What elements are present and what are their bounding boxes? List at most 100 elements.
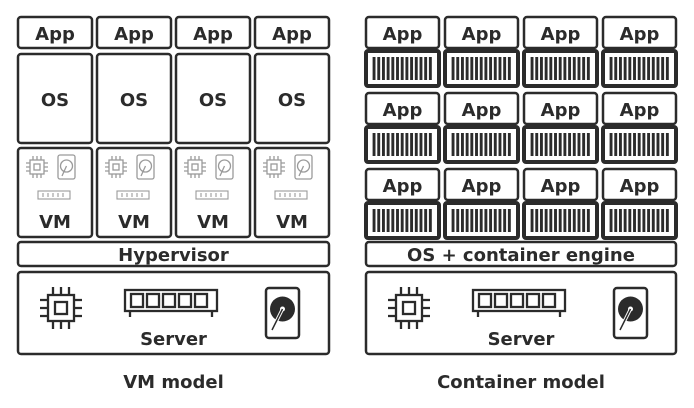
vm-os-box: OS [16, 52, 94, 145]
container-app-box: App [601, 167, 678, 202]
vm-os-box: OS [174, 52, 252, 145]
vm-app-label: App [114, 24, 154, 45]
vm-box: VM [253, 146, 331, 239]
cpu-icon [263, 156, 285, 178]
container-app-box: App [443, 15, 520, 50]
container-bars-icon [364, 201, 441, 240]
container-bars-icon [443, 125, 520, 164]
container-engine-bar: OS + container engine [364, 240, 678, 268]
memory-icon [123, 288, 219, 317]
container-app-label: App [383, 176, 423, 197]
memory-icon [116, 190, 150, 200]
container-row: App App App App [364, 15, 678, 88]
container-app-box: App [522, 167, 599, 202]
cpu-icon [40, 287, 82, 329]
container-app-label: App [541, 24, 581, 45]
cpu-icon [184, 156, 206, 178]
container-app-box: App [601, 91, 678, 126]
container-app-box: App [364, 15, 441, 50]
hypervisor-label: Hypervisor [118, 245, 229, 266]
cpu-icon [388, 287, 430, 329]
hypervisor-bar: Hypervisor [16, 240, 331, 268]
container-app-label: App [462, 24, 502, 45]
vm-label: VM [197, 212, 229, 233]
hard-disk-icon [294, 154, 313, 180]
vm-label: VM [276, 212, 308, 233]
vm-os-label: OS [41, 90, 69, 111]
memory-icon [471, 288, 567, 317]
container-bars-icon [443, 49, 520, 88]
vm-label: VM [118, 212, 150, 233]
container-app-box: App [443, 91, 520, 126]
container-server-label: Server [488, 329, 555, 350]
container-app-label: App [462, 100, 502, 121]
container-row: App App App App [364, 167, 678, 240]
container-bars-icon [443, 201, 520, 240]
vm-os-label: OS [199, 90, 227, 111]
container-app-label: App [620, 100, 660, 121]
container-app-box: App [522, 15, 599, 50]
container-app-label: App [462, 176, 502, 197]
vm-app-label: App [35, 24, 75, 45]
hard-disk-icon [612, 286, 649, 340]
container-bars-icon [364, 125, 441, 164]
container-app-label: App [541, 100, 581, 121]
container-bars-row [364, 125, 678, 164]
vm-box: VM [95, 146, 173, 239]
container-bars-icon [601, 49, 678, 88]
container-bars-icon [364, 49, 441, 88]
container-app-box: App [364, 91, 441, 126]
container-model-caption: Container model [437, 372, 605, 393]
container-bars-icon [601, 201, 678, 240]
vm-app-label: App [193, 24, 233, 45]
cpu-icon [26, 156, 48, 178]
vm-app-box: App [16, 15, 94, 50]
vm-os-label: OS [120, 90, 148, 111]
container-server-box: Server [364, 270, 678, 356]
container-app-box: App [522, 91, 599, 126]
container-app-label: App [620, 176, 660, 197]
vm-os-row: OS OS OS OS [16, 52, 331, 145]
vm-model: App App App App OS OS [16, 15, 331, 393]
hard-disk-icon [264, 286, 301, 340]
container-engine-label: OS + container engine [407, 245, 635, 266]
container-app-box: App [601, 15, 678, 50]
vm-box: VM [16, 146, 94, 239]
container-app-label: App [383, 100, 423, 121]
container-app-box: App [364, 167, 441, 202]
vm-box: VM [174, 146, 252, 239]
vm-app-box: App [253, 15, 331, 50]
memory-icon [195, 190, 229, 200]
container-bars-icon [522, 125, 599, 164]
container-bars-row [364, 201, 678, 240]
container-app-box: App [443, 167, 520, 202]
vm-server-box: Server [16, 270, 331, 356]
container-app-label: App [383, 24, 423, 45]
container-app-label: App [620, 24, 660, 45]
hard-disk-icon [57, 154, 76, 180]
vm-label: VM [39, 212, 71, 233]
memory-icon [37, 190, 71, 200]
vm-os-box: OS [253, 52, 331, 145]
cpu-icon [105, 156, 127, 178]
memory-icon [274, 190, 308, 200]
vm-model-caption: VM model [123, 372, 224, 393]
container-app-label: App [541, 176, 581, 197]
vm-app-box: App [95, 15, 173, 50]
vm-os-box: OS [95, 52, 173, 145]
container-model: App App App App App Ap [364, 15, 678, 393]
vm-app-row: App App App App [16, 15, 331, 50]
container-bars-row [364, 49, 678, 88]
container-bars-icon [522, 201, 599, 240]
vm-app-label: App [272, 24, 312, 45]
vm-os-label: OS [278, 90, 306, 111]
vm-app-box: App [174, 15, 252, 50]
container-row: App App App App [364, 91, 678, 164]
hard-disk-icon [136, 154, 155, 180]
container-bars-icon [522, 49, 599, 88]
hard-disk-icon [215, 154, 234, 180]
vm-server-label: Server [140, 329, 207, 350]
container-bars-icon [601, 125, 678, 164]
vm-row: VM VM [16, 146, 331, 239]
